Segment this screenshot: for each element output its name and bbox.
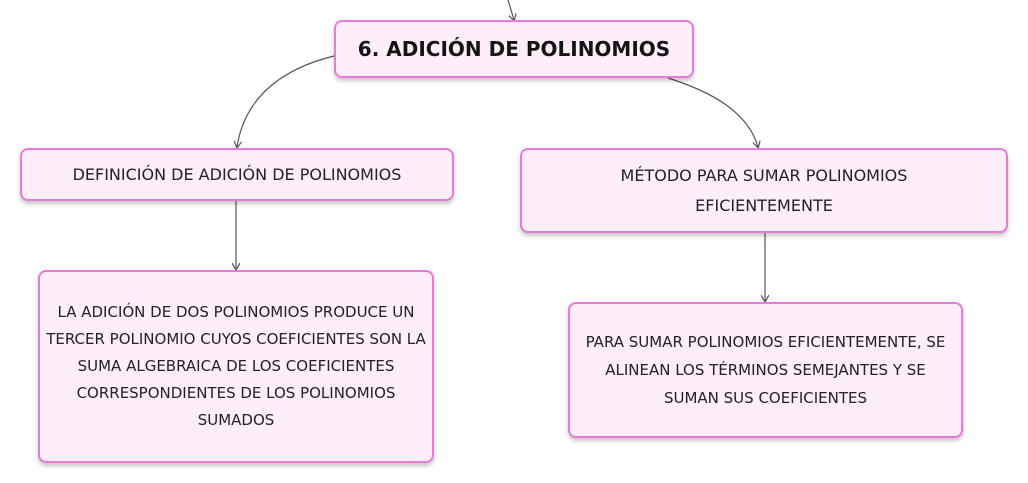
- method-detail-text: PARA SUMAR POLINOMIOS EFICIENTEMENTE, SE…: [585, 333, 946, 407]
- root-topic-label: 6. ADICIÓN DE POLINOMIOS: [357, 37, 671, 61]
- definition-detail-node[interactable]: LA ADICIÓN DE DOS POLINOMIOS PRODUCE UN …: [38, 270, 434, 463]
- root-topic-node[interactable]: 6. ADICIÓN DE POLINOMIOS: [334, 20, 694, 78]
- definition-topic-node[interactable]: DEFINICIÓN DE ADICIÓN DE POLINOMIOS: [20, 148, 454, 201]
- definition-topic-label: DEFINICIÓN DE ADICIÓN DE POLINOMIOS: [72, 165, 402, 184]
- method-topic-label: MÉTODO PARA SUMAR POLINOMIOS EFICIENTEME…: [620, 165, 908, 215]
- connector-root-to-definition: [237, 55, 335, 147]
- method-detail-node[interactable]: PARA SUMAR POLINOMIOS EFICIENTEMENTE, SE…: [568, 302, 963, 438]
- method-topic-node[interactable]: MÉTODO PARA SUMAR POLINOMIOS EFICIENTEME…: [520, 148, 1008, 233]
- connector-from-parent: [507, 0, 514, 20]
- definition-detail-text: LA ADICIÓN DE DOS POLINOMIOS PRODUCE UN …: [46, 303, 426, 429]
- connector-root-to-method: [667, 77, 758, 147]
